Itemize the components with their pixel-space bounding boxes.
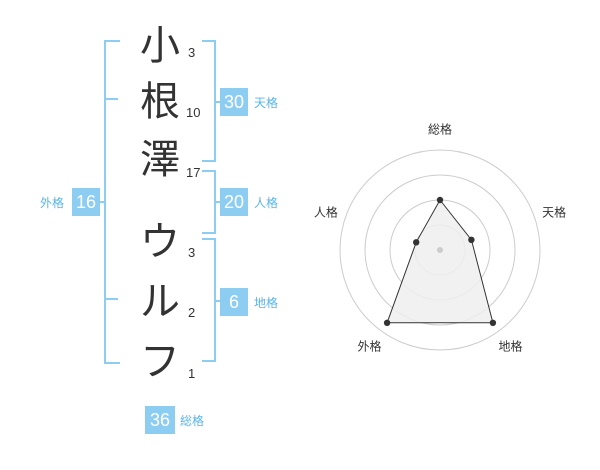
gaikaku-bracket-tick-upper bbox=[104, 98, 118, 100]
radar-center-dot bbox=[437, 247, 443, 253]
stroke-count-4: 3 bbox=[188, 245, 196, 260]
stroke-count-3: 17 bbox=[186, 165, 201, 180]
stroke-count-5: 2 bbox=[188, 305, 196, 320]
radar-point-4 bbox=[383, 319, 391, 326]
chikaku-value-badge: 6 bbox=[220, 288, 248, 316]
soukaku-value-badge: 36 bbox=[145, 406, 175, 434]
name-char-1: 小 bbox=[140, 23, 180, 69]
tenkaku-value-badge: 30 bbox=[220, 88, 248, 116]
name-char-4: ウ bbox=[140, 219, 180, 265]
stroke-count-6: 1 bbox=[188, 366, 196, 381]
name-char-3: 澤 bbox=[140, 137, 180, 183]
name-char-6: フ bbox=[140, 339, 180, 385]
tenkaku-connector bbox=[214, 101, 222, 103]
radar-axis-label-5: 人格 bbox=[314, 204, 338, 219]
radar-point-5 bbox=[413, 239, 420, 246]
gaikaku-bracket-tick-lower bbox=[104, 298, 118, 300]
radar-point-1 bbox=[436, 196, 444, 204]
radar-axis-label-1: 総格 bbox=[428, 122, 452, 137]
radar-axis-label-4: 外格 bbox=[357, 339, 381, 354]
stroke-count-2: 10 bbox=[186, 105, 201, 120]
gaikaku-connector bbox=[98, 201, 106, 203]
jinkaku-connector bbox=[214, 201, 222, 203]
radar-ring-4 bbox=[339, 149, 541, 351]
soukaku-label: 総格 bbox=[180, 414, 205, 428]
name-char-5: ル bbox=[140, 279, 180, 325]
gaikaku-label: 外格 bbox=[40, 196, 65, 210]
stroke-count-1: 3 bbox=[188, 45, 196, 60]
chikaku-connector bbox=[214, 300, 222, 302]
radar-axis-label-3: 地格 bbox=[498, 339, 522, 354]
chikaku-label: 地格 bbox=[254, 296, 279, 310]
jinkaku-label: 人格 bbox=[254, 196, 279, 210]
name-char-2: 根 bbox=[140, 79, 180, 125]
radar-axis-label-2: 天格 bbox=[542, 204, 566, 219]
jinkaku-value-badge: 20 bbox=[220, 188, 248, 216]
radar-point-3 bbox=[489, 319, 497, 326]
radar-point-2 bbox=[468, 236, 475, 243]
tenkaku-label: 天格 bbox=[254, 96, 279, 110]
gaikaku-value-badge: 16 bbox=[72, 188, 100, 216]
radar-polygon bbox=[386, 199, 494, 324]
radar-ring-3 bbox=[364, 174, 516, 326]
